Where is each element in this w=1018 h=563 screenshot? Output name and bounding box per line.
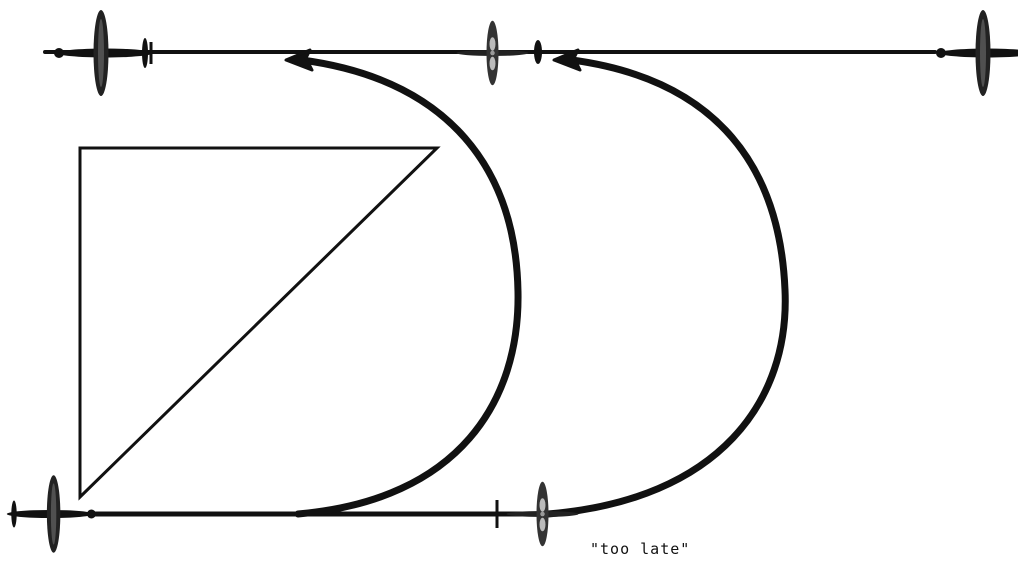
airplane-icon — [506, 481, 579, 547]
airplane-icon — [456, 20, 529, 86]
geometry-triangle — [78, 146, 441, 501]
airplane-icon — [936, 10, 1018, 96]
first-turn-arrowhead — [284, 48, 314, 72]
top-line-tick — [534, 40, 542, 64]
second-turn-arrowhead — [552, 48, 582, 72]
too-late-label: "too late" — [590, 540, 691, 558]
airplane-icon — [54, 10, 153, 96]
airplane-icon — [6, 475, 95, 553]
second-turn-arc — [544, 56, 789, 518]
first-turn-arc — [294, 56, 522, 518]
